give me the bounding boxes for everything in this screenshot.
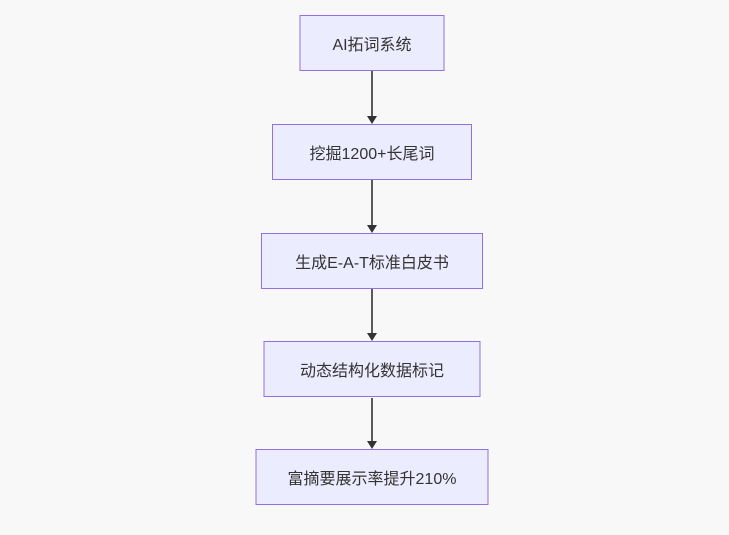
flow-node-generate-eat-whitepaper: 生成E-A-T标准白皮书 bbox=[261, 233, 483, 289]
arrowhead-down-icon bbox=[367, 225, 377, 233]
flow-node-dynamic-structured-data-markup: 动态结构化数据标记 bbox=[263, 341, 481, 397]
flow-node-label: 动态结构化数据标记 bbox=[299, 363, 444, 380]
flow-edge-3-to-4 bbox=[366, 289, 378, 341]
flow-node-label: 生成E-A-T标准白皮书 bbox=[295, 255, 449, 272]
arrowhead-down-icon bbox=[367, 116, 377, 124]
flow-node-rich-snippet-rate-increase: 富摘要展示率提升210% bbox=[255, 449, 489, 505]
edge-line bbox=[371, 180, 373, 226]
flow-node-ai-word-expansion-system: AI拓词系统 bbox=[299, 15, 445, 71]
edge-line bbox=[371, 398, 373, 442]
edge-line bbox=[371, 71, 373, 117]
edge-line bbox=[371, 289, 373, 334]
arrowhead-down-icon bbox=[367, 333, 377, 341]
flow-node-mine-longtail-keywords: 挖掘1200+长尾词 bbox=[272, 124, 472, 180]
flow-node-label: AI拓词系统 bbox=[332, 37, 412, 54]
arrowhead-down-icon bbox=[367, 441, 377, 449]
flow-edge-2-to-3 bbox=[366, 180, 378, 233]
flow-node-label: 挖掘1200+长尾词 bbox=[309, 146, 435, 163]
flow-edge-1-to-2 bbox=[366, 71, 378, 124]
flow-node-label: 富摘要展示率提升210% bbox=[287, 471, 457, 488]
flow-edge-4-to-5 bbox=[366, 398, 378, 449]
